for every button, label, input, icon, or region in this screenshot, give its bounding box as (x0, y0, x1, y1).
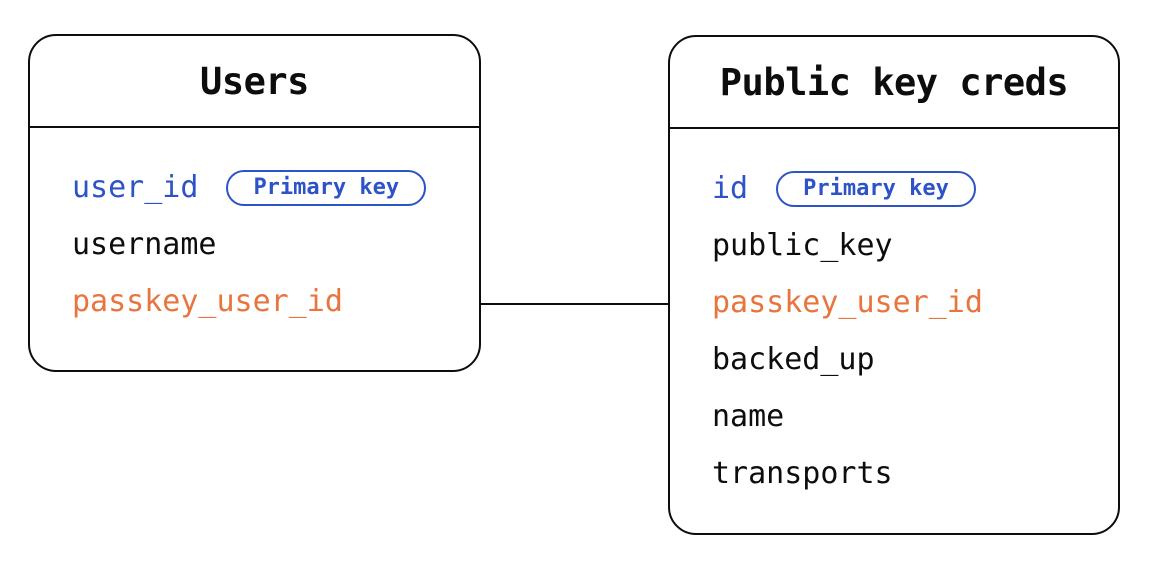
field-name-passkey-user-id: passkey_user_id (72, 284, 343, 319)
primary-key-badge: Primary key (226, 169, 427, 206)
creds-table-title: Public key creds (719, 60, 1069, 104)
field-row-public-key: public_key (712, 217, 1118, 274)
users-table-title: Users (200, 59, 309, 103)
field-row-id: id Primary key (712, 160, 1118, 217)
field-name-backed-up: backed_up (712, 342, 875, 377)
field-name-name: name (712, 399, 785, 434)
creds-field-list: id Primary key public_key passkey_user_i… (670, 129, 1118, 502)
creds-table-header: Public key creds (670, 37, 1118, 129)
primary-key-badge: Primary key (776, 170, 976, 207)
field-row-passkey-user-id: passkey_user_id (72, 273, 479, 330)
field-name-username: username (72, 227, 217, 262)
table-node-users: Users user_id Primary key username passk… (28, 34, 481, 372)
field-name-public-key: public_key (712, 228, 893, 263)
field-row-transports: transports (712, 445, 1118, 502)
field-row-name: name (712, 388, 1118, 445)
field-row-user-id: user_id Primary key (72, 159, 479, 216)
field-row-backed-up: backed_up (712, 331, 1118, 388)
field-name-user-id: user_id (72, 170, 199, 205)
table-node-public-key-creds: Public key creds id Primary key public_k… (668, 35, 1120, 535)
field-name-passkey-user-id: passkey_user_id (712, 285, 983, 320)
field-name-id: id (712, 171, 749, 206)
relation-line (481, 303, 668, 305)
field-row-username: username (72, 216, 479, 273)
field-row-passkey-user-id: passkey_user_id (712, 274, 1118, 331)
users-table-header: Users (30, 36, 479, 128)
users-field-list: user_id Primary key username passkey_use… (30, 128, 479, 330)
field-name-transports: transports (712, 456, 893, 491)
